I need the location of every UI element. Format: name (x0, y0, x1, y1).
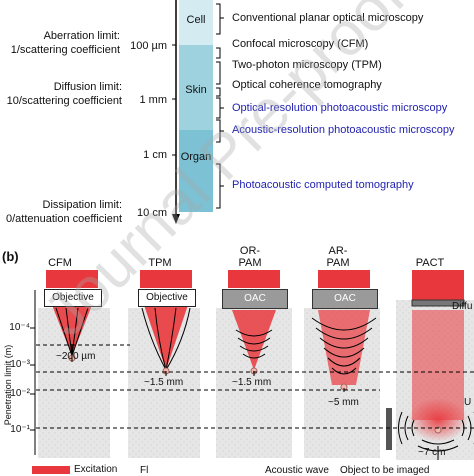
dissipation-limit-formula: 0/attenuation coefficient (0, 214, 122, 225)
oac-box-or-pam: OAC (222, 289, 288, 309)
depth-value-or-pam: ~1.5 mm (232, 378, 271, 388)
diffuser-label: Diffu (452, 302, 472, 312)
method-title-or-pam-1: OR- (220, 246, 280, 257)
excitation-beam-pact (412, 270, 464, 300)
depth-label-1mm: 1 mm (110, 95, 167, 106)
method-title-pact: PACT (400, 258, 460, 269)
method-title-ar-pam-2: PAM (308, 258, 368, 269)
aberration-limit-label: Aberration limit: (0, 31, 120, 42)
legend-fluorescence-label: Fl (140, 466, 148, 476)
depth-label-100um: 100 µm (110, 41, 167, 52)
depth-value-cfm: ~200 µm (56, 352, 95, 362)
aberration-limit-formula: 1/scattering coefficient (0, 45, 120, 56)
diffusion-limit-formula: 10/scattering coefficient (0, 96, 122, 107)
depth-value-ar-pam: ~5 mm (328, 398, 359, 408)
depth-value-pact: ~7 cm (418, 448, 446, 458)
depth-value-tpm: ~1.5 mm (144, 378, 183, 388)
tissue-label-skin: Skin (179, 85, 213, 96)
method-title-ar-pam-1: AR- (308, 246, 368, 257)
dissipation-limit-label: Dissipation limit: (0, 200, 122, 211)
technique-pact: Photoacoustic computed tomography (232, 180, 414, 191)
depth-label-1cm: 1 cm (110, 150, 167, 161)
ultrasound-transducer-left (386, 408, 392, 450)
legend-acoustic-label: Acoustic wave (265, 466, 329, 476)
objective-box-tpm: Objective (138, 289, 196, 307)
diffusion-limit-label: Diffusion limit: (0, 82, 122, 93)
excitation-beam-ar-pam (318, 270, 370, 288)
panel-b-tag: (b) (2, 249, 19, 264)
ultrasound-label-partial: U (464, 398, 471, 408)
method-title-or-pam-2: PAM (220, 258, 280, 269)
excitation-glow-pact (408, 398, 468, 442)
excitation-beam-or-pam (228, 270, 280, 288)
legend-excitation-swatch (32, 466, 70, 474)
oac-box-ar-pam: OAC (312, 289, 378, 309)
tissue-label-cell: Cell (179, 15, 213, 26)
legend-object-label: Object to be imaged (340, 466, 430, 476)
